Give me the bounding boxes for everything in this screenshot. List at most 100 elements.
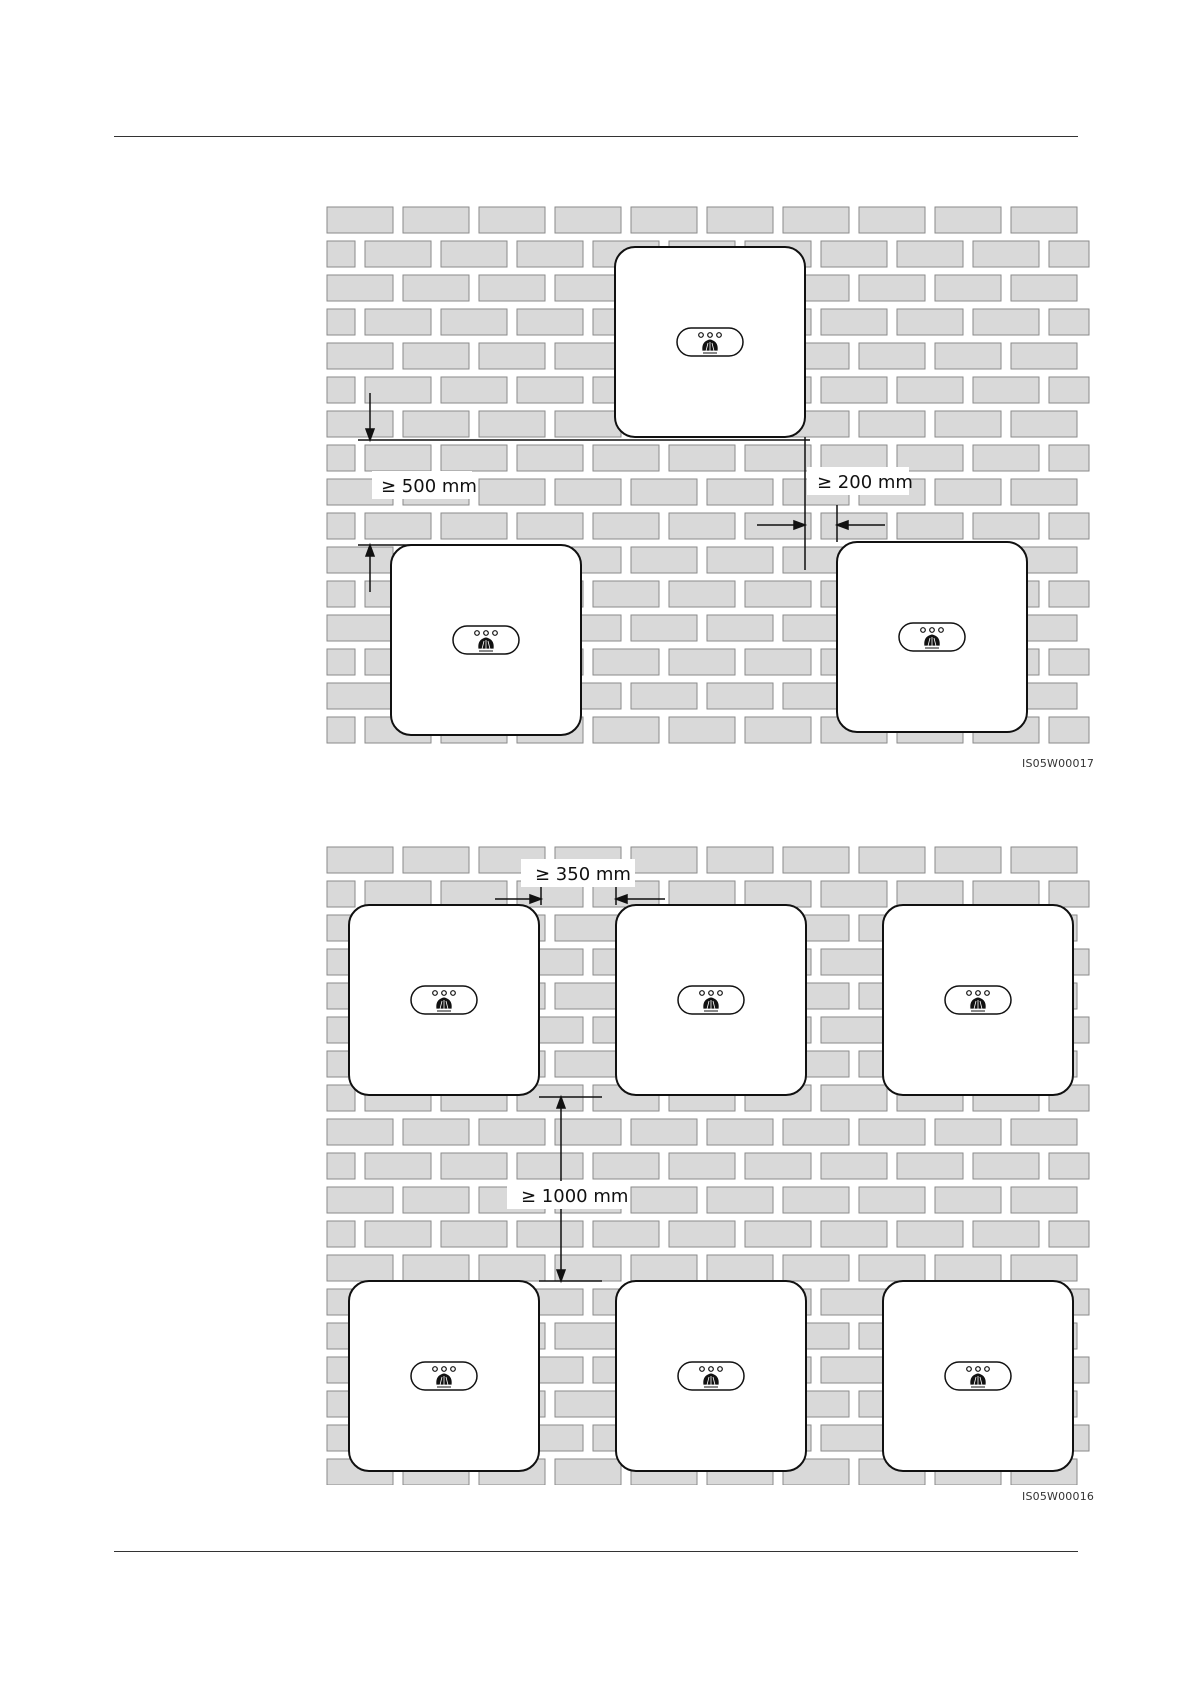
- inverter-unit: [391, 545, 581, 735]
- brick: [783, 847, 849, 873]
- brick: [669, 881, 735, 907]
- brick: [441, 881, 507, 907]
- brick: [821, 1425, 887, 1451]
- brick: [935, 411, 1001, 437]
- brick: [745, 717, 811, 743]
- brick: [821, 1085, 887, 1111]
- brick: [327, 1085, 355, 1111]
- brick: [327, 207, 393, 233]
- figure-code: IS05W00017: [1022, 757, 1094, 770]
- brick: [973, 1153, 1039, 1179]
- brick: [973, 1221, 1039, 1247]
- brick: [403, 343, 469, 369]
- brick: [745, 881, 811, 907]
- brick: [517, 513, 583, 539]
- brick: [669, 649, 735, 675]
- brick: [1049, 881, 1089, 907]
- brick: [441, 1221, 507, 1247]
- brick: [821, 949, 887, 975]
- brick: [631, 847, 697, 873]
- inverter-unit: [349, 1281, 539, 1471]
- brick: [669, 1221, 735, 1247]
- brick: [403, 847, 469, 873]
- brick: [935, 847, 1001, 873]
- brick: [479, 479, 545, 505]
- brick: [327, 649, 355, 675]
- brick: [631, 207, 697, 233]
- brick: [327, 717, 355, 743]
- brick: [517, 377, 583, 403]
- brick: [669, 513, 735, 539]
- footer-rule: [114, 1551, 1078, 1552]
- brick: [555, 343, 621, 369]
- brick: [859, 207, 925, 233]
- brick: [631, 479, 697, 505]
- inverter-unit: [615, 247, 805, 437]
- brick: [1011, 1255, 1077, 1281]
- vertical-clearance-label: ≥ 500 mm: [381, 476, 477, 497]
- brick: [745, 1153, 811, 1179]
- brick: [821, 1221, 887, 1247]
- brick: [555, 411, 621, 437]
- brick: [365, 445, 431, 471]
- brick: [365, 241, 431, 267]
- brick: [327, 615, 393, 641]
- brick: [479, 411, 545, 437]
- brick: [327, 513, 355, 539]
- brick: [783, 207, 849, 233]
- brick: [403, 275, 469, 301]
- brick: [441, 377, 507, 403]
- brick: [669, 1153, 735, 1179]
- brick: [479, 1255, 545, 1281]
- brick: [479, 275, 545, 301]
- inverter-unit: [616, 1281, 806, 1471]
- brick: [897, 309, 963, 335]
- brick: [1049, 1153, 1089, 1179]
- brick: [327, 1255, 393, 1281]
- brick: [821, 309, 887, 335]
- brick: [327, 1187, 393, 1213]
- brick: [517, 445, 583, 471]
- brick: [973, 241, 1039, 267]
- brick: [935, 275, 1001, 301]
- brick: [821, 1289, 887, 1315]
- brick: [365, 377, 431, 403]
- brick: [593, 717, 659, 743]
- brick: [707, 547, 773, 573]
- brick: [631, 1119, 697, 1145]
- brick: [327, 683, 393, 709]
- brick: [821, 513, 887, 539]
- brick: [669, 717, 735, 743]
- brick: [1049, 309, 1089, 335]
- brick: [327, 377, 355, 403]
- brick: [935, 1187, 1001, 1213]
- installation-clearance-diagram-2: ≥ 350 mm ≥ 1000 mm: [325, 845, 1091, 1485]
- brick: [707, 207, 773, 233]
- brick: [783, 1119, 849, 1145]
- brick: [783, 1255, 849, 1281]
- brick: [327, 1221, 355, 1247]
- brick: [593, 649, 659, 675]
- brick: [479, 207, 545, 233]
- brick: [365, 1153, 431, 1179]
- brick: [669, 445, 735, 471]
- brick: [517, 1221, 583, 1247]
- brick: [327, 411, 393, 437]
- brick: [935, 1255, 1001, 1281]
- brick: [821, 1153, 887, 1179]
- brick: [897, 881, 963, 907]
- brick: [1011, 479, 1077, 505]
- brick: [441, 309, 507, 335]
- brick: [707, 479, 773, 505]
- brick: [821, 1017, 887, 1043]
- brick: [897, 1221, 963, 1247]
- brick: [859, 1119, 925, 1145]
- brick: [403, 1187, 469, 1213]
- brick: [631, 1255, 697, 1281]
- brick: [555, 1119, 621, 1145]
- brick: [1049, 377, 1089, 403]
- brick: [327, 881, 355, 907]
- brick: [859, 1255, 925, 1281]
- brick: [897, 377, 963, 403]
- header-rule: [114, 136, 1078, 137]
